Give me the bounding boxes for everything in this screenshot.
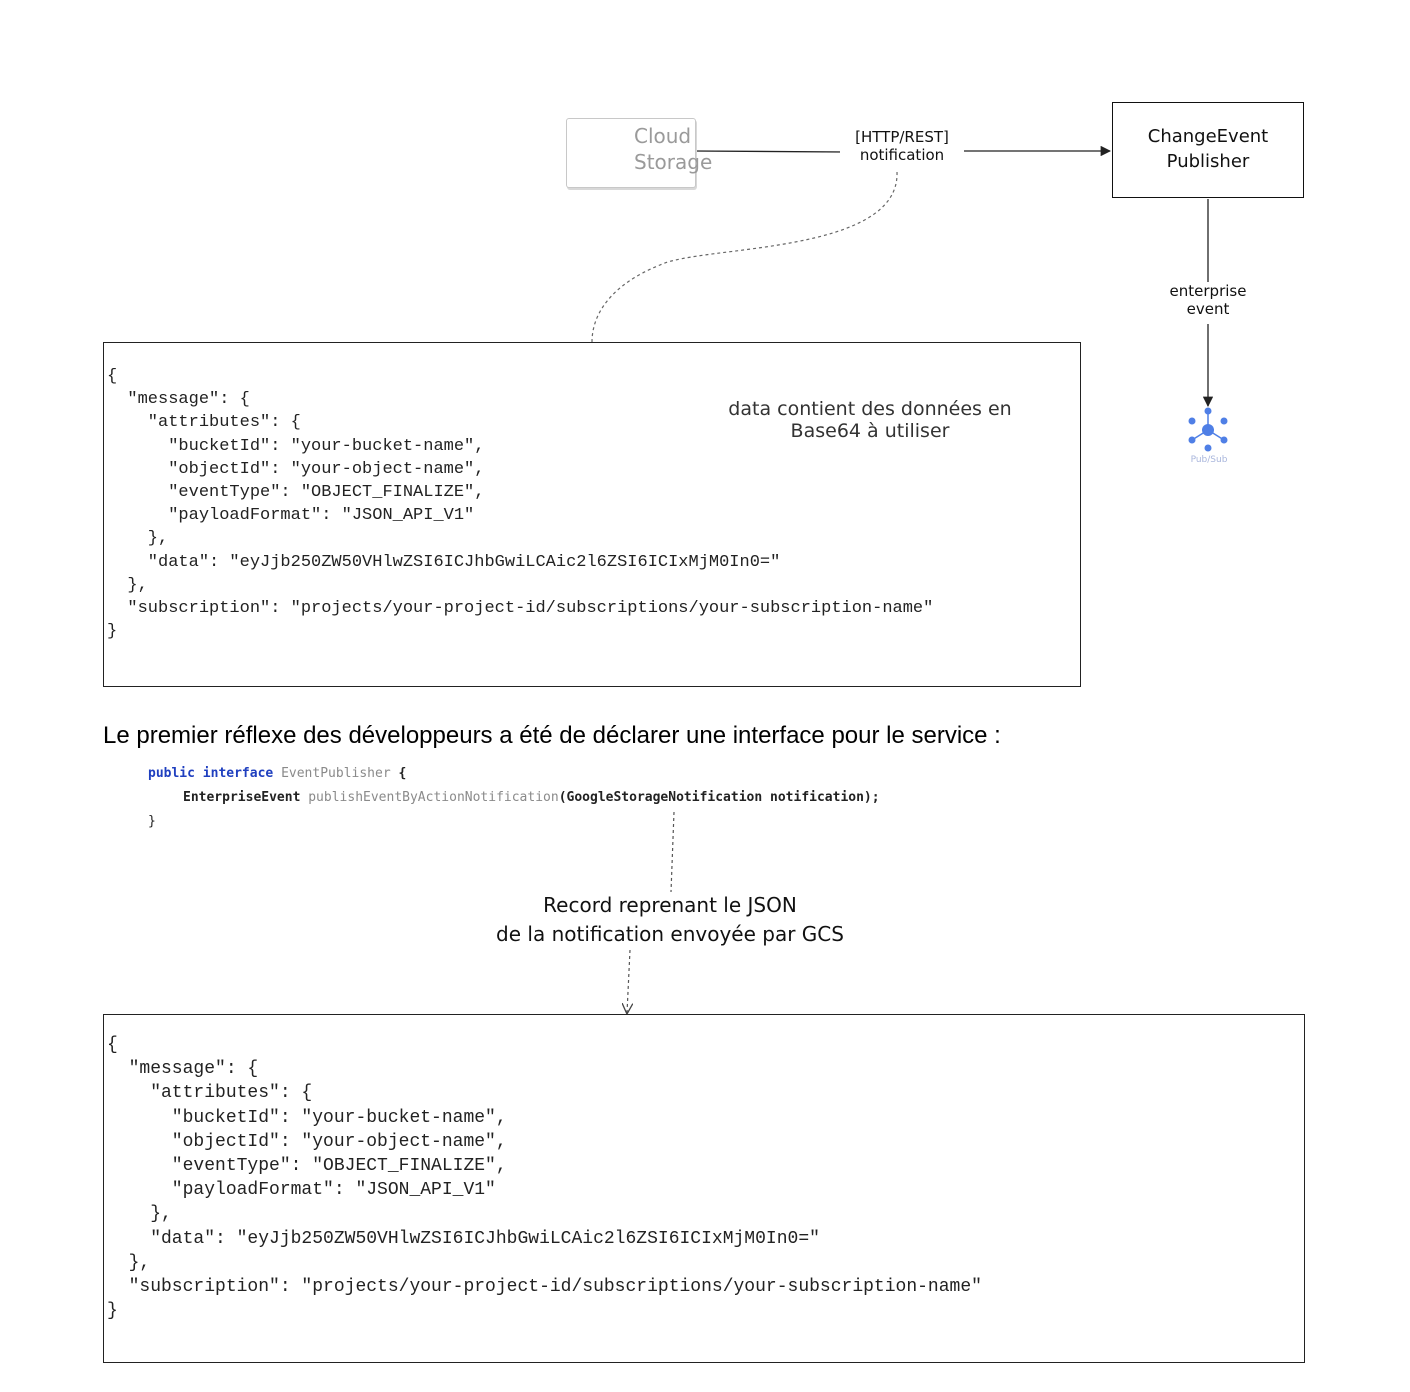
- cloud-storage-label-line2: Storage: [634, 150, 713, 174]
- change-event-publisher-node: [1112, 102, 1304, 198]
- intro-sentence: Le premier réflexe des développeurs a ét…: [103, 722, 1001, 749]
- enterprise-event-label-line2: event: [1186, 300, 1230, 318]
- java-open-brace: {: [398, 766, 407, 781]
- http-notification-label-line2: notification: [859, 146, 945, 164]
- java-params: (GoogleStorageNotification notification)…: [558, 790, 880, 805]
- json-record-code: { "message": { "attributes": { "bucketId…: [107, 1035, 982, 1322]
- java-line-1: public interface EventPublisher {: [148, 762, 880, 786]
- base64-annotation: data contient des données en Base64 à ut…: [700, 398, 1040, 442]
- enterprise-event-label-line1: enterprise: [1169, 282, 1247, 300]
- json-payload-box: { "message": { "attributes": { "bucketId…: [103, 342, 1081, 687]
- pubsub-label: Pub/Sub: [1190, 455, 1228, 465]
- java-return-type: EnterpriseEvent: [183, 790, 301, 805]
- connector-record-note-to-json: [627, 949, 630, 1013]
- base64-annotation-line2: Base64 à utiliser: [790, 420, 950, 442]
- enterprise-event-label: enterprise event: [1158, 282, 1258, 318]
- connector-interface-to-record-note: [670, 811, 675, 893]
- http-notification-label: [HTTP/REST] notification: [840, 128, 964, 164]
- json-record-box: { "message": { "attributes": { "bucketId…: [103, 1014, 1305, 1363]
- pubsub-icon: [1188, 407, 1228, 452]
- java-line-2: EnterpriseEvent publishEventByActionNoti…: [148, 786, 880, 810]
- java-keyword-public: public: [148, 766, 195, 781]
- java-close-brace: }: [148, 814, 156, 829]
- edge-http-notification: [693, 151, 1110, 152]
- java-interface-code: public interface EventPublisher { Enterp…: [148, 762, 880, 834]
- cloud-storage-label-line1: Cloud: [634, 124, 692, 148]
- java-interface-name: EventPublisher: [281, 766, 391, 781]
- json-payload-code: { "message": { "attributes": { "bucketId…: [107, 367, 934, 642]
- record-note-line2: de la notification envoyée par GCS: [496, 922, 844, 946]
- java-method-name: publishEventByActionNotification: [308, 790, 559, 805]
- http-notification-label-line1: [HTTP/REST]: [855, 128, 949, 146]
- cloud-storage-node: [566, 118, 696, 188]
- java-keyword-interface: interface: [202, 766, 274, 781]
- base64-annotation-line1: data contient des données en: [728, 398, 1012, 420]
- change-event-publisher-label-line1: ChangeEvent: [1147, 126, 1269, 147]
- connector-notification-to-json: [591, 171, 898, 343]
- change-event-publisher-label-line2: Publisher: [1166, 151, 1250, 172]
- record-note-line1: Record reprenant le JSON: [543, 893, 797, 917]
- java-line-3: }: [148, 810, 880, 834]
